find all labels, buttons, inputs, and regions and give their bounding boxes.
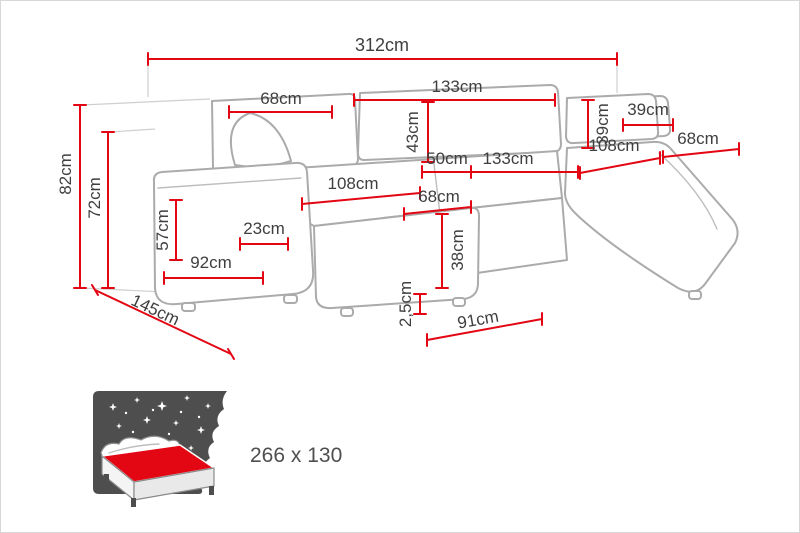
sofa-seat-front-right xyxy=(470,197,568,274)
dim-line-headrest-width xyxy=(622,118,674,132)
dim-line-armrest-width xyxy=(239,237,289,251)
dim-line-leg-height xyxy=(413,293,427,315)
sofa-outline xyxy=(152,84,739,317)
sofa-foot xyxy=(283,294,298,304)
dim-line-total-width xyxy=(147,52,618,66)
label-headrest-height: 39cm xyxy=(593,103,612,145)
label-seat-width-right: 133cm xyxy=(482,149,533,168)
bed-leg xyxy=(209,486,214,495)
sofa-armrest-top-edge xyxy=(157,177,302,189)
label-seat-back-height: 57cm xyxy=(153,209,172,251)
dim-line-chaise-left-width xyxy=(163,271,264,285)
dim-line-seat-back-height xyxy=(169,199,183,261)
sofa-seat-seam xyxy=(432,155,441,215)
guide-lines xyxy=(81,61,618,293)
dim-line-backrest-height xyxy=(421,101,435,163)
label-leg-height: 2,5cm xyxy=(396,281,415,327)
dim-line-backrest-middle-width xyxy=(353,93,556,107)
label-backrest-left-width: 68cm xyxy=(260,89,302,108)
sofa-backrest-middle xyxy=(357,84,562,161)
dim-line-seat-depth-left xyxy=(301,186,421,211)
dim-line-front-edge-width xyxy=(426,312,543,347)
sleeping-function-icon: 266 x 130 xyxy=(93,391,342,507)
label-seat-front-height: 38cm xyxy=(448,229,467,271)
dim-line-backrest-left-width xyxy=(228,105,333,119)
dim-line-seat-front-height xyxy=(435,213,449,289)
label-backrest-middle-width: 133cm xyxy=(431,77,482,96)
label-headrest-width: 39cm xyxy=(627,100,669,119)
bed-icon xyxy=(100,435,215,507)
label-chaise-right-width: 68cm xyxy=(677,129,719,148)
label-seat-depth-middle: 50cm xyxy=(426,149,468,168)
bed-leg xyxy=(131,498,136,507)
dimension-lines xyxy=(73,52,740,360)
sofa-foot xyxy=(181,302,196,312)
label-seat-width-left: 68cm xyxy=(418,187,460,206)
label-armrest-height: 72cm xyxy=(85,177,104,219)
sofa-foot xyxy=(452,297,466,307)
label-total-width: 312cm xyxy=(355,35,409,55)
label-armrest-width: 23cm xyxy=(243,219,285,238)
sofa-armrest-left xyxy=(152,161,315,306)
sleeping-area-size-label: 266 x 130 xyxy=(250,444,342,467)
label-backrest-height: 43cm xyxy=(403,111,422,153)
dim-line-total-depth xyxy=(91,284,235,360)
label-chaise-left-width: 92cm xyxy=(190,253,232,272)
label-chaise-right-length: 108cm xyxy=(588,136,639,155)
sofa-foot xyxy=(340,307,354,317)
dim-line-seat-width-left xyxy=(403,200,472,221)
label-seat-depth-left: 108cm xyxy=(327,174,378,193)
dim-line-headrest-height xyxy=(581,99,595,149)
dim-line-seat-width-right xyxy=(470,165,579,179)
sofa-chaise-right-edge xyxy=(658,152,718,230)
dim-line-total-height xyxy=(73,104,87,289)
sofa-foot xyxy=(688,290,702,300)
dim-line-armrest-height xyxy=(101,131,115,289)
bed-leg xyxy=(104,474,109,483)
label-total-height: 82cm xyxy=(56,153,75,195)
sofa-seat-front xyxy=(313,206,480,310)
bed-blanket-fold xyxy=(108,443,160,454)
dim-line-chaise-right-length xyxy=(579,151,661,180)
sofa-headrest-right xyxy=(565,93,660,145)
dim-line-chaise-right-width xyxy=(662,142,740,164)
